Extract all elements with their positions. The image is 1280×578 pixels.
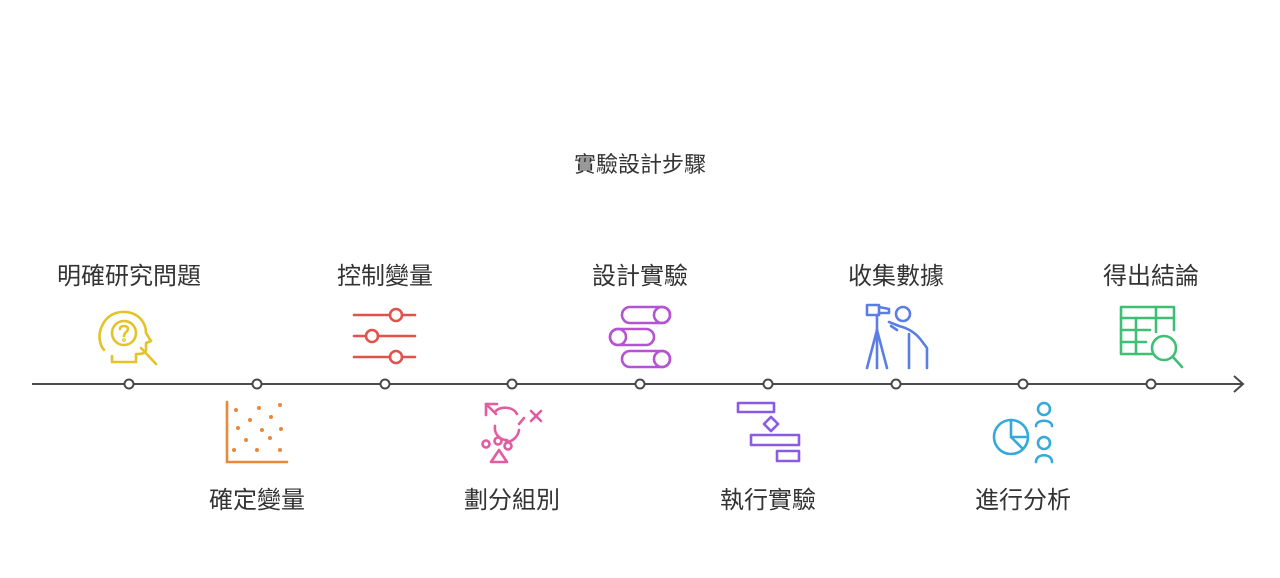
- timeline-marker-5: [634, 378, 646, 390]
- step-label-2: 確定變量: [209, 486, 305, 514]
- pie-people-icon: [992, 401, 1054, 464]
- timeline-arrowhead: [1233, 375, 1245, 393]
- step-label-4: 劃分組別: [464, 486, 560, 514]
- timeline-marker-9: [1145, 378, 1157, 390]
- timeline-marker-8: [1017, 378, 1029, 390]
- timeline-marker-3: [379, 378, 391, 390]
- step-label-1: 明確研究問題: [57, 262, 201, 290]
- timeline-marker-1: [123, 378, 135, 390]
- step-label-7: 收集數據: [848, 262, 944, 290]
- step-label-3: 控制變量: [337, 262, 433, 290]
- step-label-8: 進行分析: [975, 486, 1071, 514]
- observer-telescope-icon: [865, 303, 929, 370]
- step-label-5: 設計實驗: [592, 262, 688, 290]
- timeline-marker-4: [506, 378, 518, 390]
- timeline-marker-7: [890, 378, 902, 390]
- head-question-search-icon: [98, 310, 158, 366]
- sliders-icon: [352, 307, 417, 365]
- step-label-9: 得出結論: [1103, 262, 1199, 290]
- gender-symbols-icon: [481, 402, 543, 464]
- scatter-plot-icon: [225, 400, 289, 464]
- table-search-icon: [1119, 305, 1184, 369]
- timeline-marker-2: [251, 378, 263, 390]
- timeline-marker-6: [762, 378, 774, 390]
- diagram-title: 實驗設計步驟: [573, 153, 706, 178]
- toggle-pills-icon: [608, 305, 672, 369]
- step-label-6: 執行實驗: [720, 486, 816, 514]
- gantt-blocks-icon: [736, 401, 801, 463]
